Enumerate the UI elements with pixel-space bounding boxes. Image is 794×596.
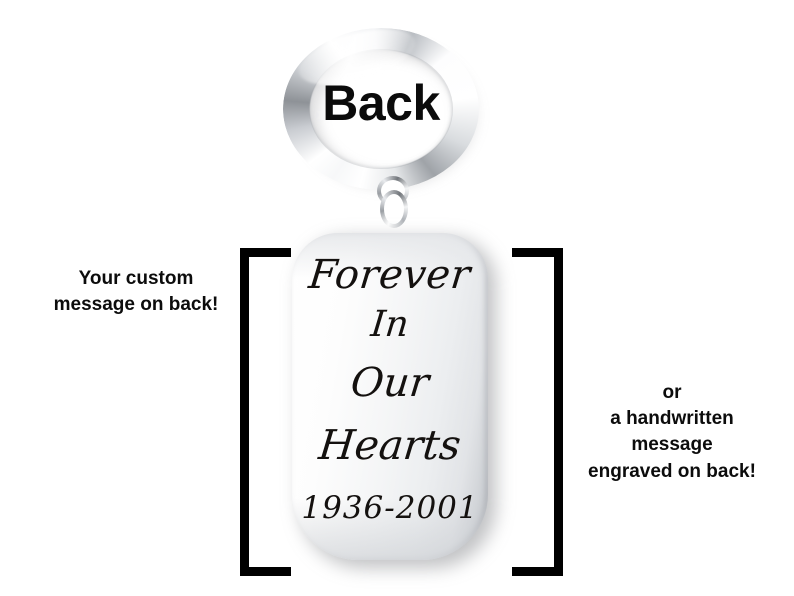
jump-ring-lower-loop (380, 190, 408, 228)
tag-bottom-sheen (292, 498, 488, 560)
caption-right: or a handwritten message engraved on bac… (556, 380, 788, 485)
dog-tag-pendant: Forever In Our Hearts 1936-2001 (292, 233, 488, 560)
caption-right-line-2: a handwritten (610, 408, 734, 430)
engraved-line-3: Our (348, 360, 432, 406)
bracket-right (512, 248, 563, 576)
tag-engraving-group: Forever In Our Hearts 1936-2001 (292, 233, 488, 560)
caption-right-line-4: engraved on back! (588, 460, 756, 482)
jump-ring-connector (374, 176, 406, 224)
engraved-line-4: Hearts (316, 421, 464, 469)
view-label-back: Back (322, 75, 440, 131)
engraved-dates: 1936-2001 (301, 490, 479, 526)
caption-left: Your custom message on back! (38, 266, 234, 318)
engraved-line-2: In (369, 304, 411, 345)
engraved-line-1: Forever (306, 252, 474, 298)
bracket-left (240, 248, 291, 576)
keyring-ring (283, 18, 483, 194)
caption-right-line-3: message (631, 434, 713, 456)
caption-left-line-2: message on back! (53, 294, 219, 316)
tag-top-sheen (292, 233, 488, 279)
caption-left-line-1: Your custom (78, 268, 194, 289)
caption-right-line-1: or (662, 382, 682, 403)
